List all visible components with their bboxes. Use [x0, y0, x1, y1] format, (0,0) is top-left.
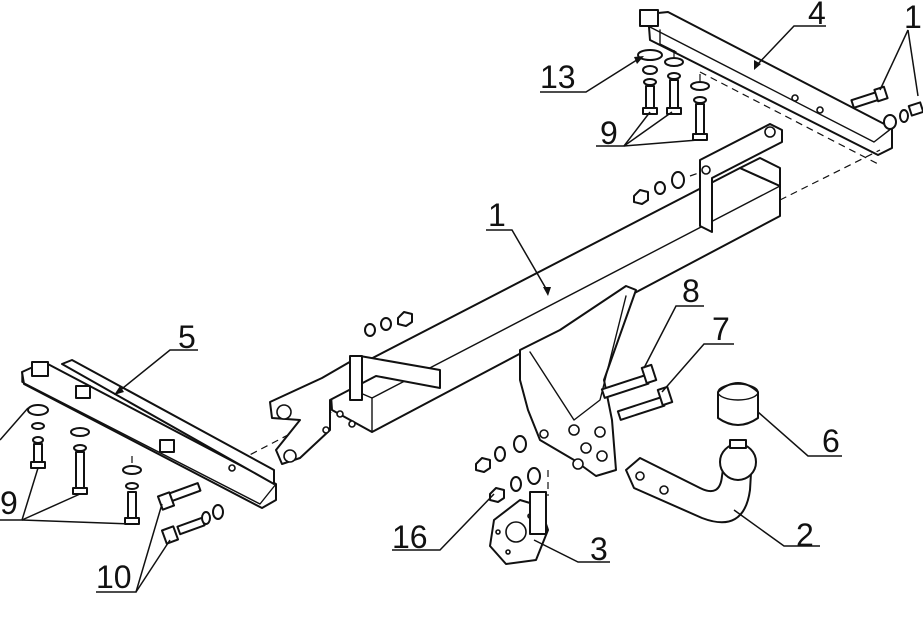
callout-bolt-top-right: 1: [904, 0, 922, 35]
right-bolt-set: [637, 49, 710, 141]
callout-nut-16: 16: [392, 519, 428, 555]
ball-cap: [717, 382, 759, 426]
ball-neck-assembly: [625, 439, 757, 524]
socket-bolt-nut-set: [475, 435, 549, 503]
callout-main-beam: 1: [488, 197, 506, 233]
callout-ball-neck: 2: [796, 517, 814, 553]
callout-bolts-10: 10: [96, 559, 132, 595]
callout-bolt-7: 7: [712, 311, 730, 347]
callout-ball-cap: 6: [822, 423, 840, 459]
left-washer-nut-set: [364, 311, 413, 337]
callout-bolts-9-left: 9: [0, 485, 18, 521]
side-bolt-right: [850, 85, 923, 130]
callout-bolt-8: 8: [682, 273, 700, 309]
right-mounting-bracket: [639, 9, 893, 166]
left-side-bolts: [156, 482, 224, 545]
callout-bolts-9-right: 9: [600, 115, 618, 151]
main-crossbeam: [239, 123, 881, 477]
callout-right-bracket: 4: [808, 0, 826, 31]
left-mounting-bracket: [21, 359, 277, 509]
callout-left-bracket: 5: [178, 319, 196, 355]
callout-labels: 1 2 3 4 5 6 7 8 9 9 10 13 1 16: [0, 0, 922, 595]
leader-lines: [0, 25, 919, 593]
tongue-bolts: [600, 363, 674, 421]
callout-socket-bracket: 3: [590, 531, 608, 567]
socket-bracket: [489, 491, 549, 565]
callout-washer-13: 13: [540, 59, 576, 95]
